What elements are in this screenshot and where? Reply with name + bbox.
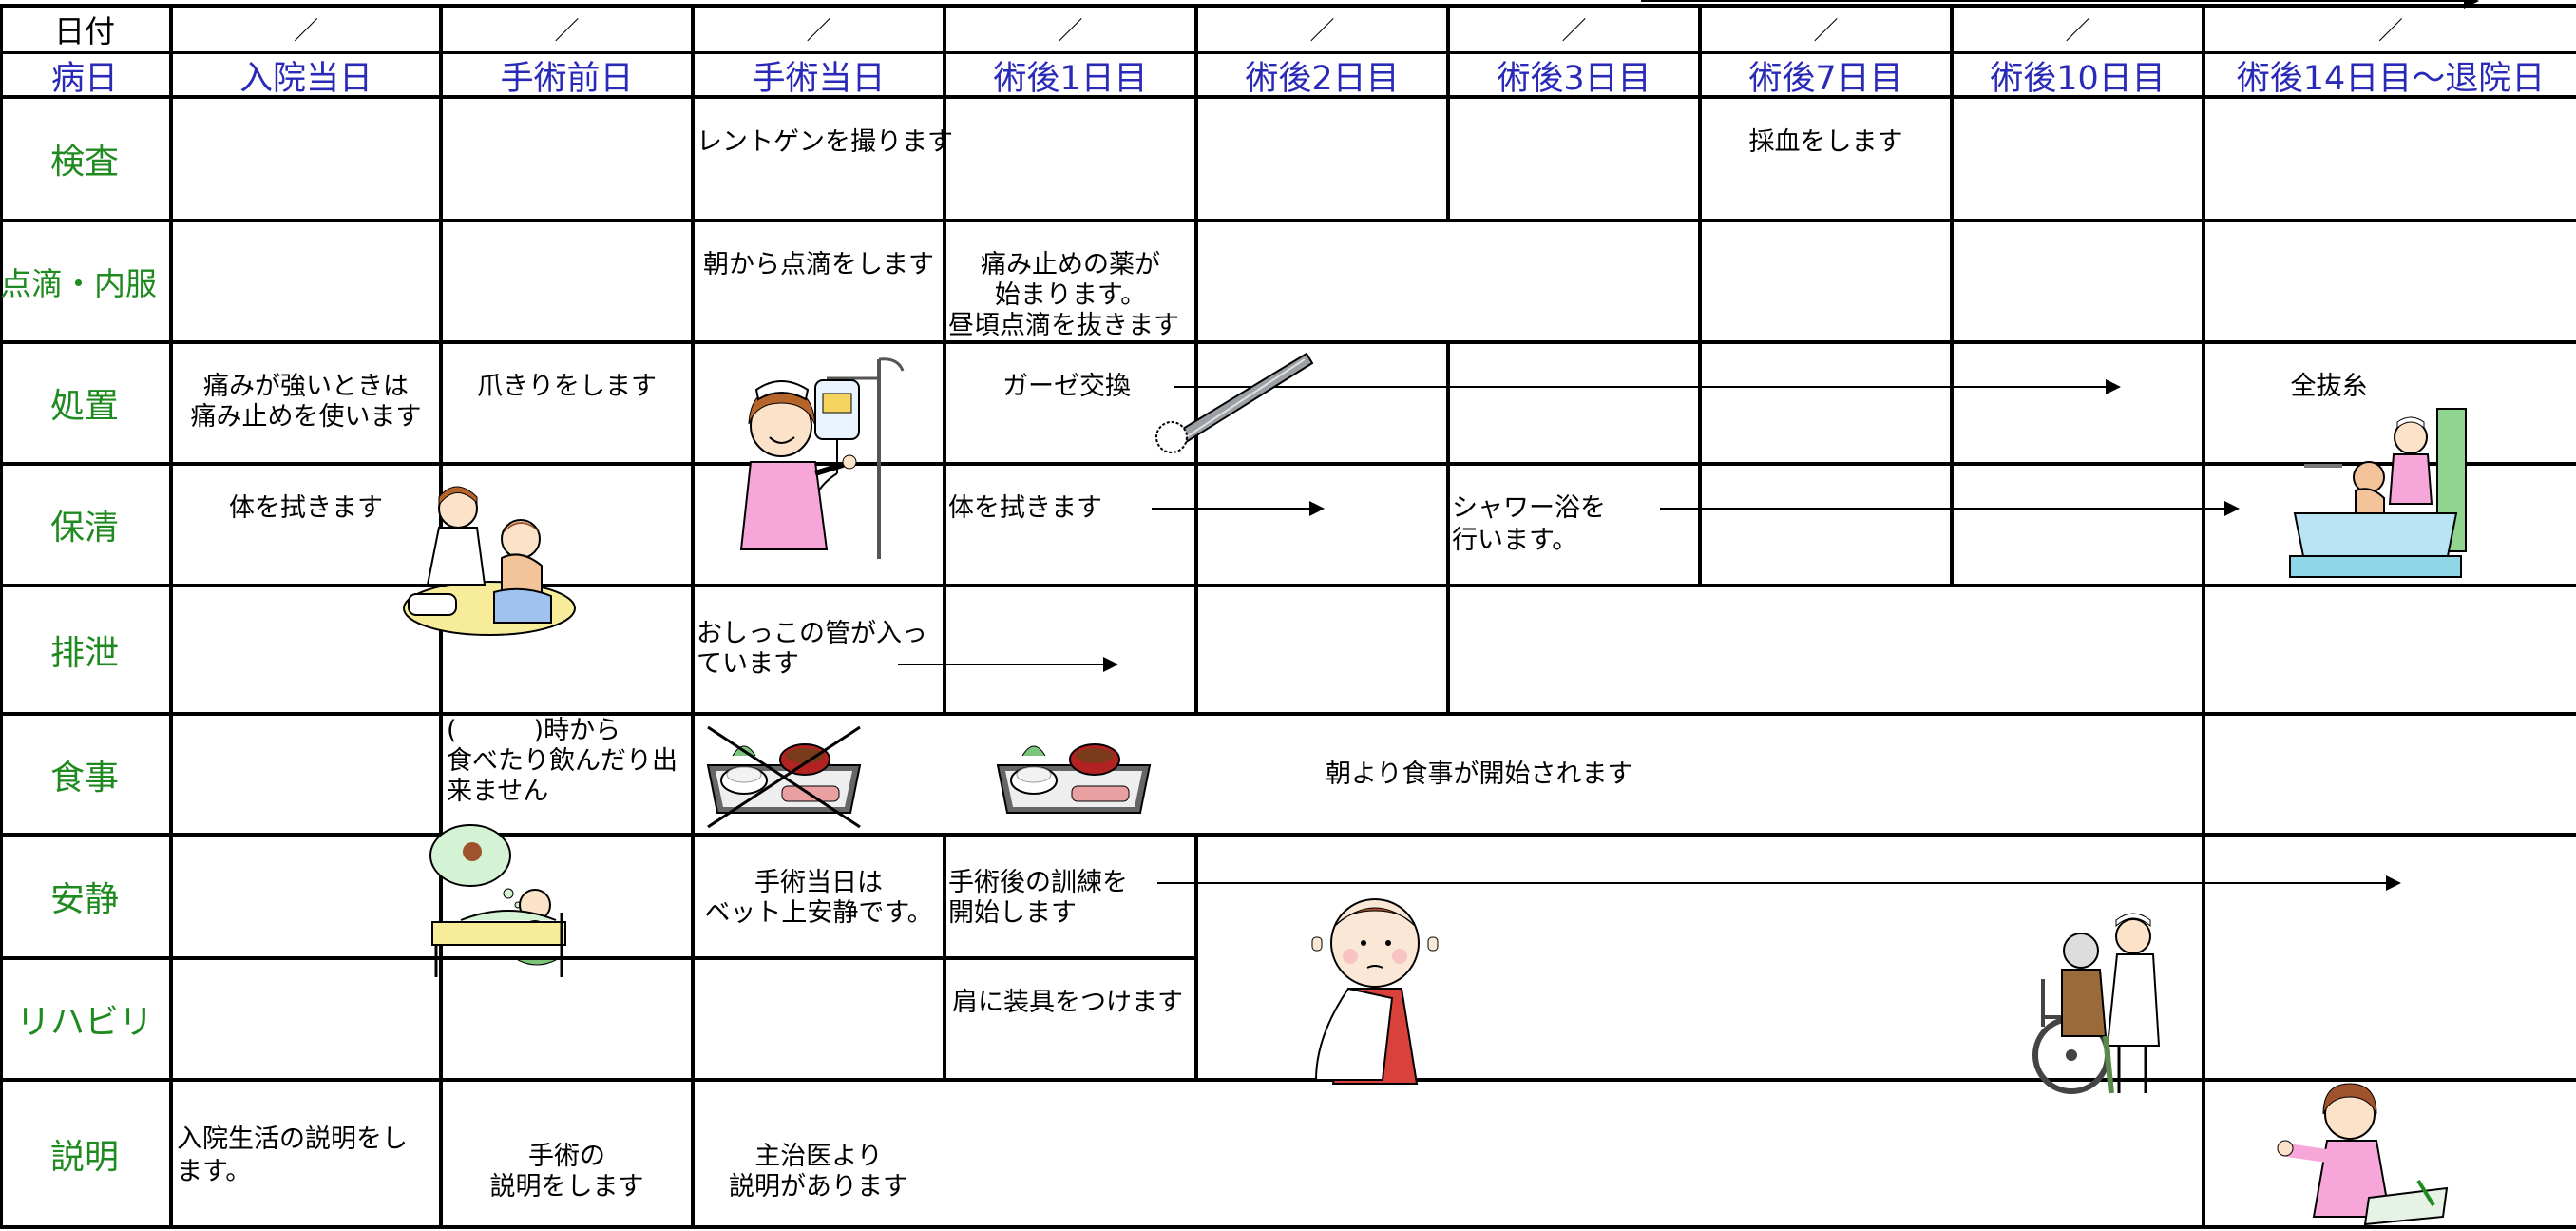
bathing-patient-icon: [2289, 408, 2467, 578]
wheelchair-assist-icon: [2032, 913, 2161, 1094]
day-header-post-op-2: 術後2日目: [1245, 59, 1400, 98]
row-label-infusion-medication: 点滴・内服: [0, 265, 157, 302]
explain-doctor-line2: 説明があります: [729, 1172, 908, 1202]
meal-start: 朝より食事が開始されます: [1326, 760, 1633, 789]
rest-op-line2: ベット上安静です。: [704, 898, 933, 928]
date-slot[interactable]: ／: [806, 17, 831, 46]
hygiene-wipe-post-op: 体を拭きます: [948, 493, 1102, 523]
gauze-change-arrow: [1174, 379, 2121, 394]
treatment-pain-line2: 痛み止めを使います: [190, 402, 422, 432]
date-slot[interactable]: ／: [1813, 17, 1839, 46]
rest-training-line1: 手術後の訓練を: [948, 868, 1128, 897]
excretion-catheter-line2: ています: [696, 649, 799, 679]
treatment-nail-clipping: 爪きりをします: [477, 372, 657, 401]
infusion-painkiller-line1: 痛み止めの薬が: [981, 250, 1160, 279]
row-label-treatment: 処置: [49, 387, 119, 426]
day-header-post-op-1: 術後1日目: [993, 59, 1148, 98]
nurse-with-iv-drip-icon: [739, 357, 905, 559]
treatment-pain-line1: 痛みが強いときは: [203, 372, 409, 401]
explain-admission-line2: ます。: [177, 1157, 252, 1186]
meal-fasting-line1[interactable]: ( )時から: [447, 716, 621, 745]
training-arrow: [1157, 875, 2401, 891]
row-label-excretion: 排泄: [49, 633, 119, 673]
explain-admission-line1: 入院生活の説明をし: [177, 1125, 408, 1154]
day-label: 病日: [50, 59, 118, 98]
date-label: 日付: [53, 13, 115, 49]
tweezers-gauze-icon: [1155, 352, 1314, 453]
rehab-shoulder-brace: 肩に装具をつけます: [952, 988, 1183, 1017]
day-header-op-day: 手術当日: [752, 59, 886, 98]
infusion-removal: 昼頃点滴を抜きます: [948, 311, 1179, 340]
nurse-wiping-patient-icon: [403, 486, 576, 636]
hygiene-shower-arrow: [1660, 501, 2240, 516]
rest-training-line2: 開始します: [948, 898, 1077, 928]
meal-fasting-line2: 食べたり飲んだり出: [447, 746, 677, 776]
catheter-arrow: [898, 657, 1118, 672]
hygiene-wipe-admission: 体を拭きます: [229, 493, 383, 523]
explain-doctor-line1: 主治医より: [754, 1142, 883, 1171]
rest-op-line1: 手術当日は: [754, 868, 883, 897]
patient-in-bed-icon: [429, 824, 566, 977]
row-label-rest: 安静: [49, 880, 119, 919]
exam-blood-test: 採血をします: [1748, 127, 1903, 157]
row-label-explanation: 説明: [49, 1137, 119, 1177]
row-label-hygiene: 保清: [49, 509, 119, 548]
date-slot[interactable]: ／: [1058, 17, 1083, 46]
explain-surgery-line1: 手術の: [528, 1142, 605, 1171]
treatment-suture-removal: 全抜糸: [2290, 372, 2368, 401]
day-header-post-op-3: 術後3日目: [1497, 59, 1651, 98]
meal-fasting-line3: 来ません: [447, 777, 549, 806]
date-slot[interactable]: ／: [2377, 17, 2403, 46]
day-header-post-op-7: 術後7日目: [1748, 59, 1903, 98]
crossed-meal-tray-icon: [706, 725, 862, 829]
treatment-gauze-change: ガーゼ交換: [1002, 372, 1131, 401]
date-slot[interactable]: ／: [1309, 17, 1335, 46]
date-slot[interactable]: ／: [1561, 17, 1587, 46]
meal-tray-icon: [996, 743, 1152, 814]
day-header-post-op-10: 術後10日目: [1990, 59, 2166, 98]
exam-xray: レントゲンを撮ります: [696, 127, 953, 157]
date-slot[interactable]: ／: [554, 17, 580, 46]
arm-sling-patient-icon: [1311, 898, 1439, 1085]
date-slot[interactable]: ／: [293, 17, 318, 46]
explaining-nurse-icon: [2277, 1083, 2449, 1226]
meal-arrow: [1641, 0, 2479, 9]
date-slot[interactable]: ／: [2065, 17, 2090, 46]
day-header-post-op-14-discharge: 術後14日目～退院日: [2236, 59, 2546, 98]
infusion-painkiller-line2: 始まります。: [994, 280, 1147, 310]
infusion-from-morning: 朝から点滴をします: [703, 250, 934, 279]
hygiene-wipe-arrow: [1152, 501, 1325, 516]
explain-surgery-line2: 説明をします: [489, 1172, 644, 1202]
hygiene-shower-line2: 行います。: [1452, 526, 1578, 555]
day-header-admission: 入院当日: [239, 59, 372, 98]
row-label-rehabilitation: リハビリ: [15, 1003, 153, 1042]
row-label-examination: 検査: [49, 143, 119, 182]
day-header-pre-op: 手術前日: [500, 59, 634, 98]
row-label-meals: 食事: [49, 758, 119, 798]
hygiene-shower-line1: シャワー浴を: [1452, 493, 1606, 523]
excretion-catheter-line1: おしっこの管が入っ: [696, 619, 927, 648]
